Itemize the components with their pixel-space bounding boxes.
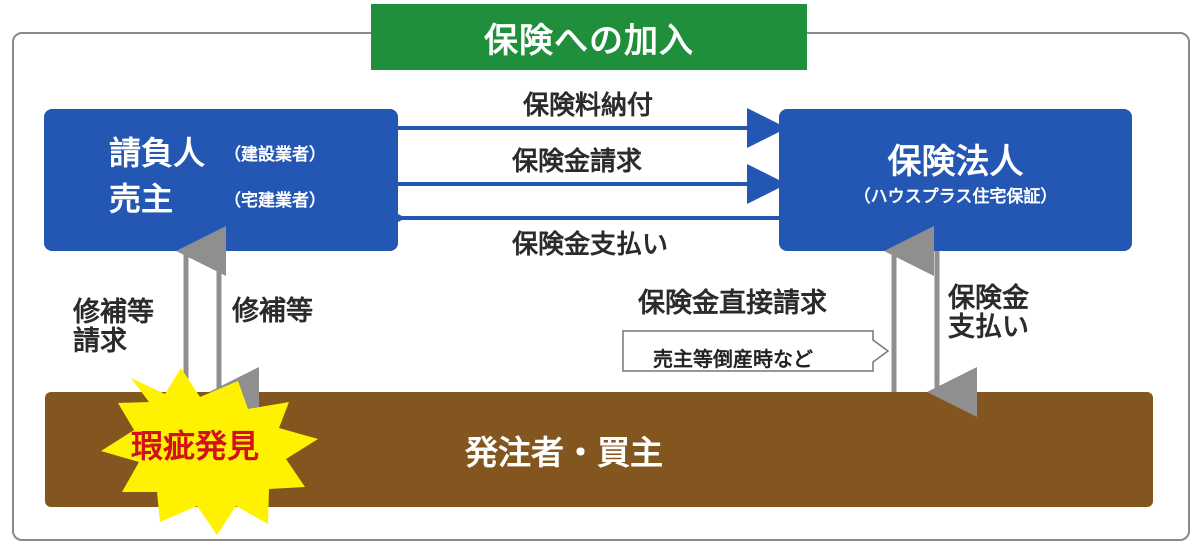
contractor-subtitle: （建設業者） — [224, 145, 326, 165]
insurance-company-box: 保険法人 （ハウスプラス住宅保証） — [779, 109, 1132, 251]
payout-label: 保険金 支払い — [948, 283, 1029, 344]
bankruptcy-callout-text: 売主等倒産時など — [653, 347, 813, 371]
insurance-company-label: 保険法人 — [887, 141, 1024, 182]
repair-label: 修補等 — [232, 296, 313, 327]
contractor-label: 請負人 — [109, 134, 206, 172]
insurance-payout-label: 保険金支払い — [512, 230, 669, 260]
repair-request-label: 修補等 請求 — [73, 297, 154, 358]
direct-claim-label: 保険金直接請求 — [638, 288, 827, 319]
insurance-company-subtitle: （ハウスプラス住宅保証） — [853, 187, 1058, 208]
seller-subtitle: （宅建業者） — [224, 191, 326, 211]
insurance-enrollment-title: 保険への加入 — [371, 4, 807, 70]
seller-label: 売主 — [109, 180, 174, 218]
insurance-claim-label: 保険金請求 — [512, 147, 643, 177]
defect-found-label: 瑕疵発見 — [131, 427, 260, 465]
premium-payment-label: 保険料納付 — [523, 91, 654, 121]
contractor-seller-box: 請負人 （建設業者） 売主 （宅建業者） — [44, 109, 398, 251]
buyer-label: 発注者・買主 — [465, 433, 663, 472]
